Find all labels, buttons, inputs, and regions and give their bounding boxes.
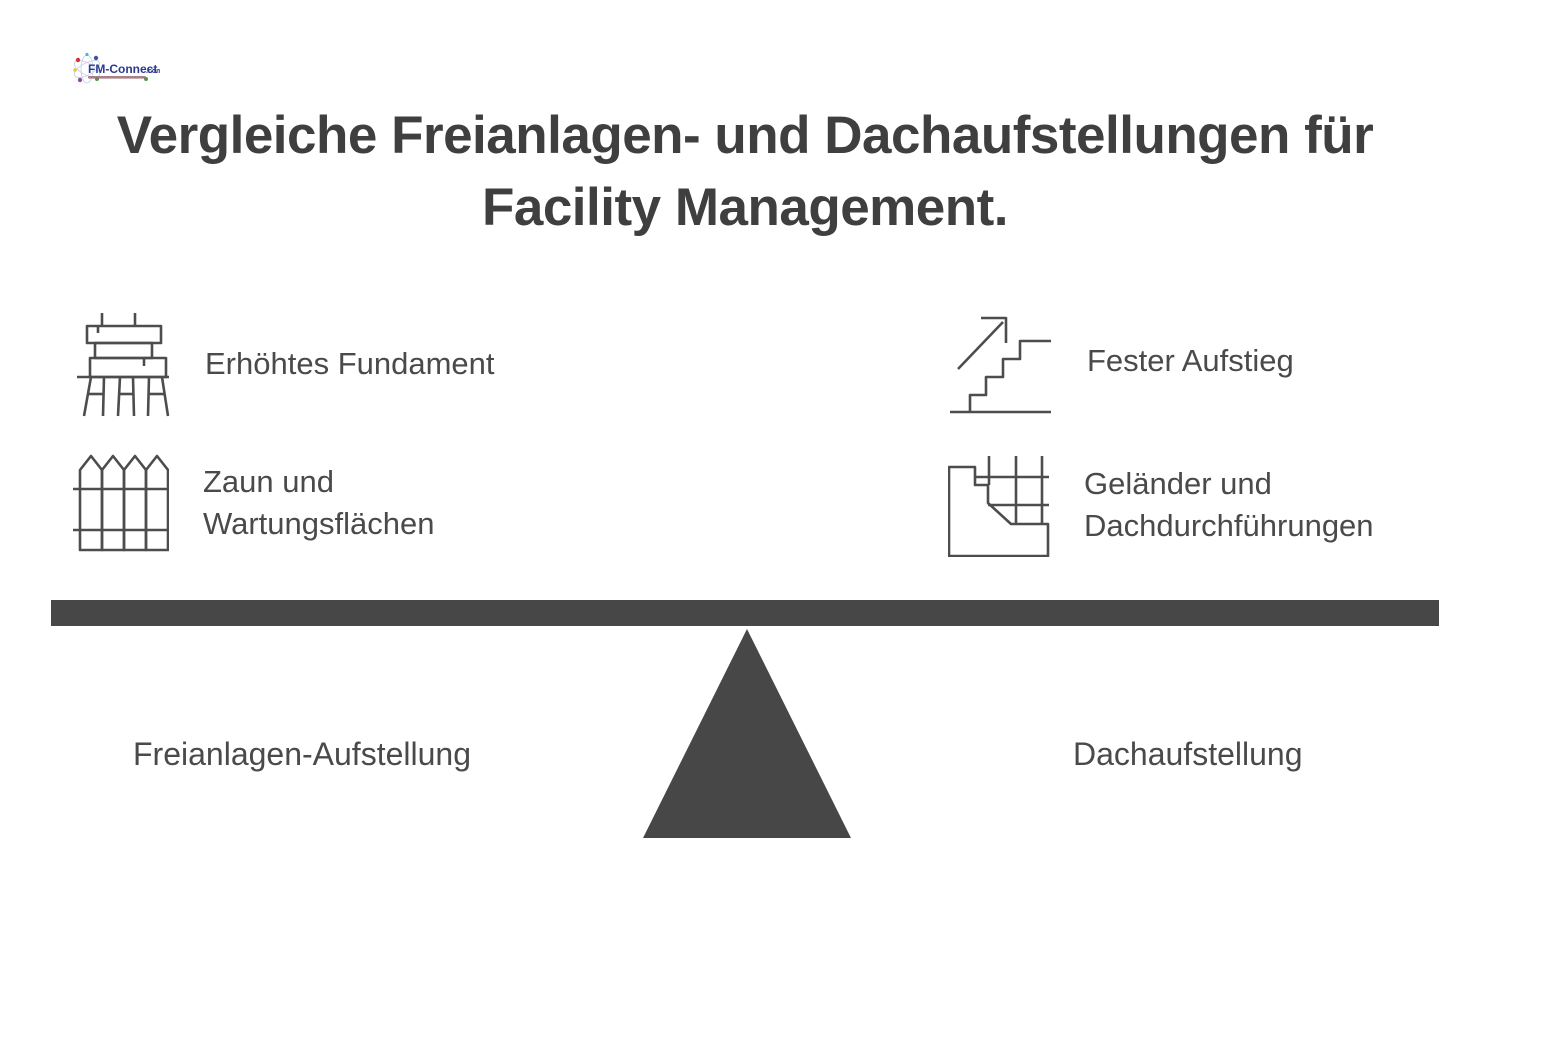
seesaw-fulcrum-triangle	[643, 629, 851, 838]
feature-label: Zaun und Wartungsflächen	[203, 464, 435, 541]
seesaw-right-label: Dachaufstellung	[1073, 736, 1303, 772]
feature-label: Erhöhtes Fundament	[205, 346, 495, 381]
elevated-foundation-icon	[75, 310, 171, 418]
feature-label: Fester Aufstieg	[1087, 343, 1294, 378]
feature-fixed-ascent: Fester Aufstieg	[948, 306, 1447, 416]
fm-connect-logo: FM-Connect .com	[72, 52, 162, 90]
fixed-stairs-ascent-icon	[948, 306, 1053, 416]
page-title: Vergleiche Freianlagen- und Dachaufstell…	[0, 100, 1490, 244]
logo-tagline-line	[88, 76, 146, 79]
seesaw-beam	[51, 600, 1439, 626]
feature-railing-roof: Geländer und Dachdurchführungen	[948, 452, 1444, 557]
atom-orbits-icon	[73, 54, 101, 84]
logo-suffix-text: .com	[146, 68, 160, 75]
feature-fence-maintenance: Zaun und Wartungsflächen	[73, 453, 513, 553]
railing-roof-penetration-icon	[948, 452, 1050, 557]
logo-brand-text: FM-Connect	[88, 62, 157, 76]
feature-label: Geländer und Dachdurchführungen	[1084, 465, 1374, 543]
logo-graphic: FM-Connect .com	[73, 52, 162, 84]
seesaw-left-label: Freianlagen-Aufstellung	[133, 736, 471, 772]
fence-icon	[73, 453, 169, 553]
page-title-line1: Vergleiche Freianlagen- und Dachaufstell…	[116, 106, 1374, 165]
feature-elevated-foundation: Erhöhtes Fundament	[75, 310, 515, 418]
page-title-line2: Facility Management.	[481, 178, 1009, 237]
